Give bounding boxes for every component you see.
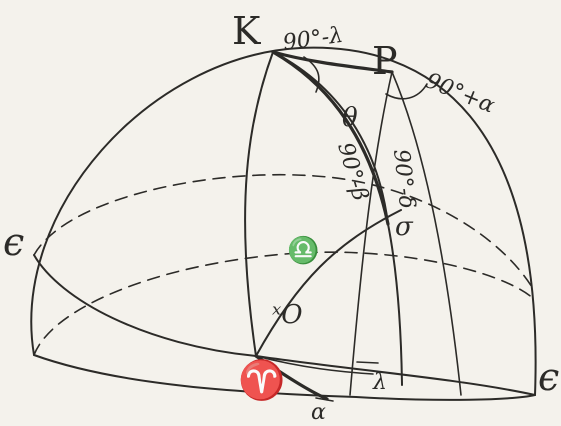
aries-label: ♈: [238, 358, 285, 402]
left-meridian: [244, 51, 274, 357]
alpha-label: α: [311, 400, 326, 425]
angle-k-label: 90°-λ: [281, 23, 344, 56]
right-lower-arc: [255, 355, 536, 396]
delta-label: 90°-δ: [388, 148, 419, 210]
front-ellipse: [33, 354, 536, 401]
left-epsilon-label: ϵ: [3, 220, 24, 264]
k-label: K: [232, 9, 261, 53]
back-ecliptic-ellipse: [33, 251, 536, 356]
sigma-lower-arc: [387, 223, 403, 386]
theta-label: θ: [342, 103, 358, 133]
lambda-label: λ: [372, 370, 387, 395]
alpha-arc: [254, 354, 329, 401]
lambda-pointer: [356, 361, 379, 364]
k-angle-arc: [303, 56, 320, 93]
alpha-pointer: [315, 397, 334, 402]
hemisphere-outline: [30, 46, 537, 396]
lambda-arc: [255, 355, 374, 375]
bold-polar-arc: [271, 50, 390, 226]
central-crossing-arc: [255, 209, 402, 357]
p-angle-arc: [385, 83, 428, 100]
left-lower-arc: [33, 254, 257, 357]
right-epsilon-label: ϵ: [538, 355, 559, 399]
angle-p-label: 90°+α: [422, 68, 499, 118]
p-left-line: [349, 71, 393, 396]
back-equator-ellipse: [33, 173, 536, 293]
p-label: P: [372, 39, 398, 83]
origin-label: ˣO: [272, 300, 303, 330]
sigma-label: σ: [395, 212, 414, 242]
libra-label: ♎: [287, 235, 319, 266]
kp-arc: [271, 50, 394, 74]
p-right-line: [391, 71, 462, 396]
